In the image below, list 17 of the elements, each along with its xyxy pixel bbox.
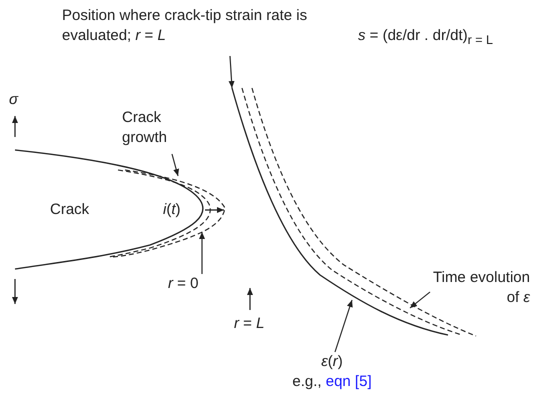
leader-arrow [199, 232, 205, 274]
stress-symbol: σ [9, 90, 18, 110]
callout-text: Time evolution of ε [418, 268, 530, 308]
callout-text: e.g., [292, 373, 322, 390]
callout-text: r = 0 [168, 274, 218, 294]
crack-label: Crack [50, 200, 90, 220]
callout-text: Position where crack-tip strain rate is evaluated; r = L [62, 6, 312, 46]
leader-arrow [228, 56, 235, 88]
formula: s = (dε/dr . dr/dt)$_{r = L}$ [358, 26, 494, 49]
leader-arrow [334, 300, 353, 352]
reference-link: eqn [5] [326, 373, 372, 390]
leader-arrow [171, 154, 180, 176]
leader-arrow [410, 292, 430, 308]
callout-text: ε(r) [321, 353, 343, 370]
rate-label: i(t) [163, 200, 181, 220]
position-label: r = L [234, 314, 264, 334]
callout-text: Crack growth [122, 108, 202, 148]
